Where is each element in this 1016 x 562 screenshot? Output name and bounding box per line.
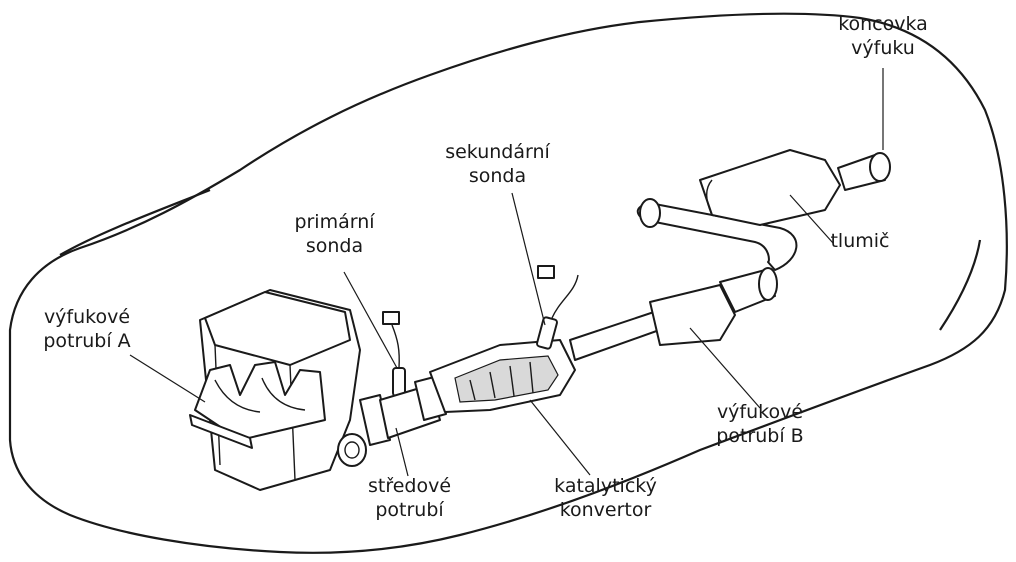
label-katalyticky-line2: konvertor [538, 498, 673, 522]
leader-stredove [396, 428, 408, 476]
label-katalyticky-konvertor: katalytický konvertor [538, 474, 673, 522]
label-tlumic-line1: tlumič [815, 229, 905, 253]
leader-potrubi-b [690, 328, 760, 408]
label-potrubi-b-line2: potrubí B [690, 424, 830, 448]
car-rear-line [940, 240, 980, 330]
primary-sensor [383, 312, 405, 396]
label-tlumic: tlumič [815, 229, 905, 253]
muffler [700, 150, 840, 225]
label-primarni-line2: sonda [272, 234, 397, 258]
car-roof-line [60, 190, 210, 255]
label-sekundarni-line1: sekundární [425, 140, 570, 164]
car-body-outline [10, 14, 1007, 553]
leader-sekundarni [512, 193, 545, 325]
label-stredove-line1: středové [352, 474, 467, 498]
tailpipe [838, 153, 890, 190]
label-sekundarni-sonda: sekundární sonda [425, 140, 570, 188]
secondary-sensor [536, 266, 578, 349]
label-primarni-sonda: primární sonda [272, 210, 397, 258]
label-koncovka-line1: koncovka [818, 12, 948, 36]
label-koncovka-vyfuku: koncovka výfuku [818, 12, 948, 60]
label-primarni-line1: primární [272, 210, 397, 234]
label-koncovka-line2: výfuku [818, 36, 948, 60]
label-stredove-line2: potrubí [352, 498, 467, 522]
leader-potrubi-a [130, 355, 205, 402]
leader-katalyticky [530, 400, 590, 475]
label-sekundarni-line2: sonda [425, 164, 570, 188]
label-stredove-potrubi: středové potrubí [352, 474, 467, 522]
catalytic-converter [430, 340, 575, 412]
label-vyfukove-potrubi-a: výfukové potrubí A [22, 305, 152, 353]
label-potrubi-a-line1: výfukové [22, 305, 152, 329]
label-potrubi-b-line1: výfukové [690, 400, 830, 424]
label-potrubi-a-line2: potrubí A [22, 329, 152, 353]
label-katalyticky-line1: katalytický [538, 474, 673, 498]
exhaust-pipe-b [570, 268, 777, 360]
label-vyfukove-potrubi-b: výfukové potrubí B [690, 400, 830, 448]
